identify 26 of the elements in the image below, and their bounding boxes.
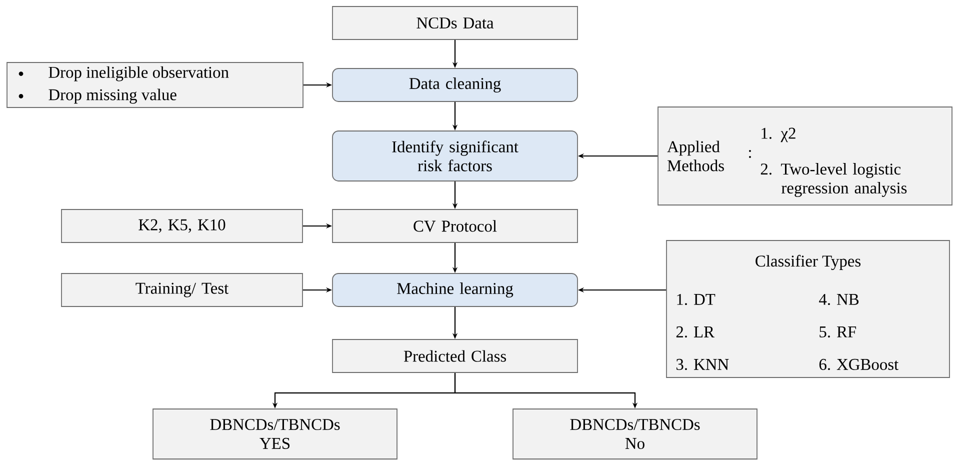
process-box: CV Protocol [332, 209, 578, 243]
list-item: 2. Two-level logistic regression analysis [760, 163, 907, 197]
process-box: Data cleaning [332, 68, 578, 102]
input-box: K2, K5, K10 [61, 209, 303, 243]
list-item: 5. RF [820, 326, 856, 338]
note-box [6, 62, 304, 108]
list-item: 6. XGBoost [819, 358, 898, 370]
process-box: NCDs Data [332, 6, 578, 40]
list-item: 4. NB [819, 294, 859, 306]
colon: : [749, 150, 751, 158]
heading-text: Classifier Types [756, 254, 860, 270]
input-box: Training/ Test [61, 273, 303, 307]
list-item: 2. LR [676, 326, 714, 338]
classifier-box [666, 240, 950, 378]
list-item: 1. χ2 [762, 128, 796, 142]
bullet-item: Drop ineligible observation [18, 66, 229, 82]
bullet-item: Drop missing value [18, 88, 176, 104]
heading-text: Applied Methods [667, 140, 724, 172]
methods-box [658, 106, 952, 206]
outcome-box: DBNCDs/TBNCDs No [512, 408, 758, 460]
list-item: 3. KNN [676, 358, 729, 370]
outcome-box: DBNCDs/TBNCDs YES [152, 408, 398, 460]
process-box: Machine learning [332, 273, 578, 307]
list-item: 1. DT [677, 294, 716, 306]
process-box: Identify significant risk factors [332, 130, 578, 182]
process-box: Predicted Class [332, 339, 578, 373]
